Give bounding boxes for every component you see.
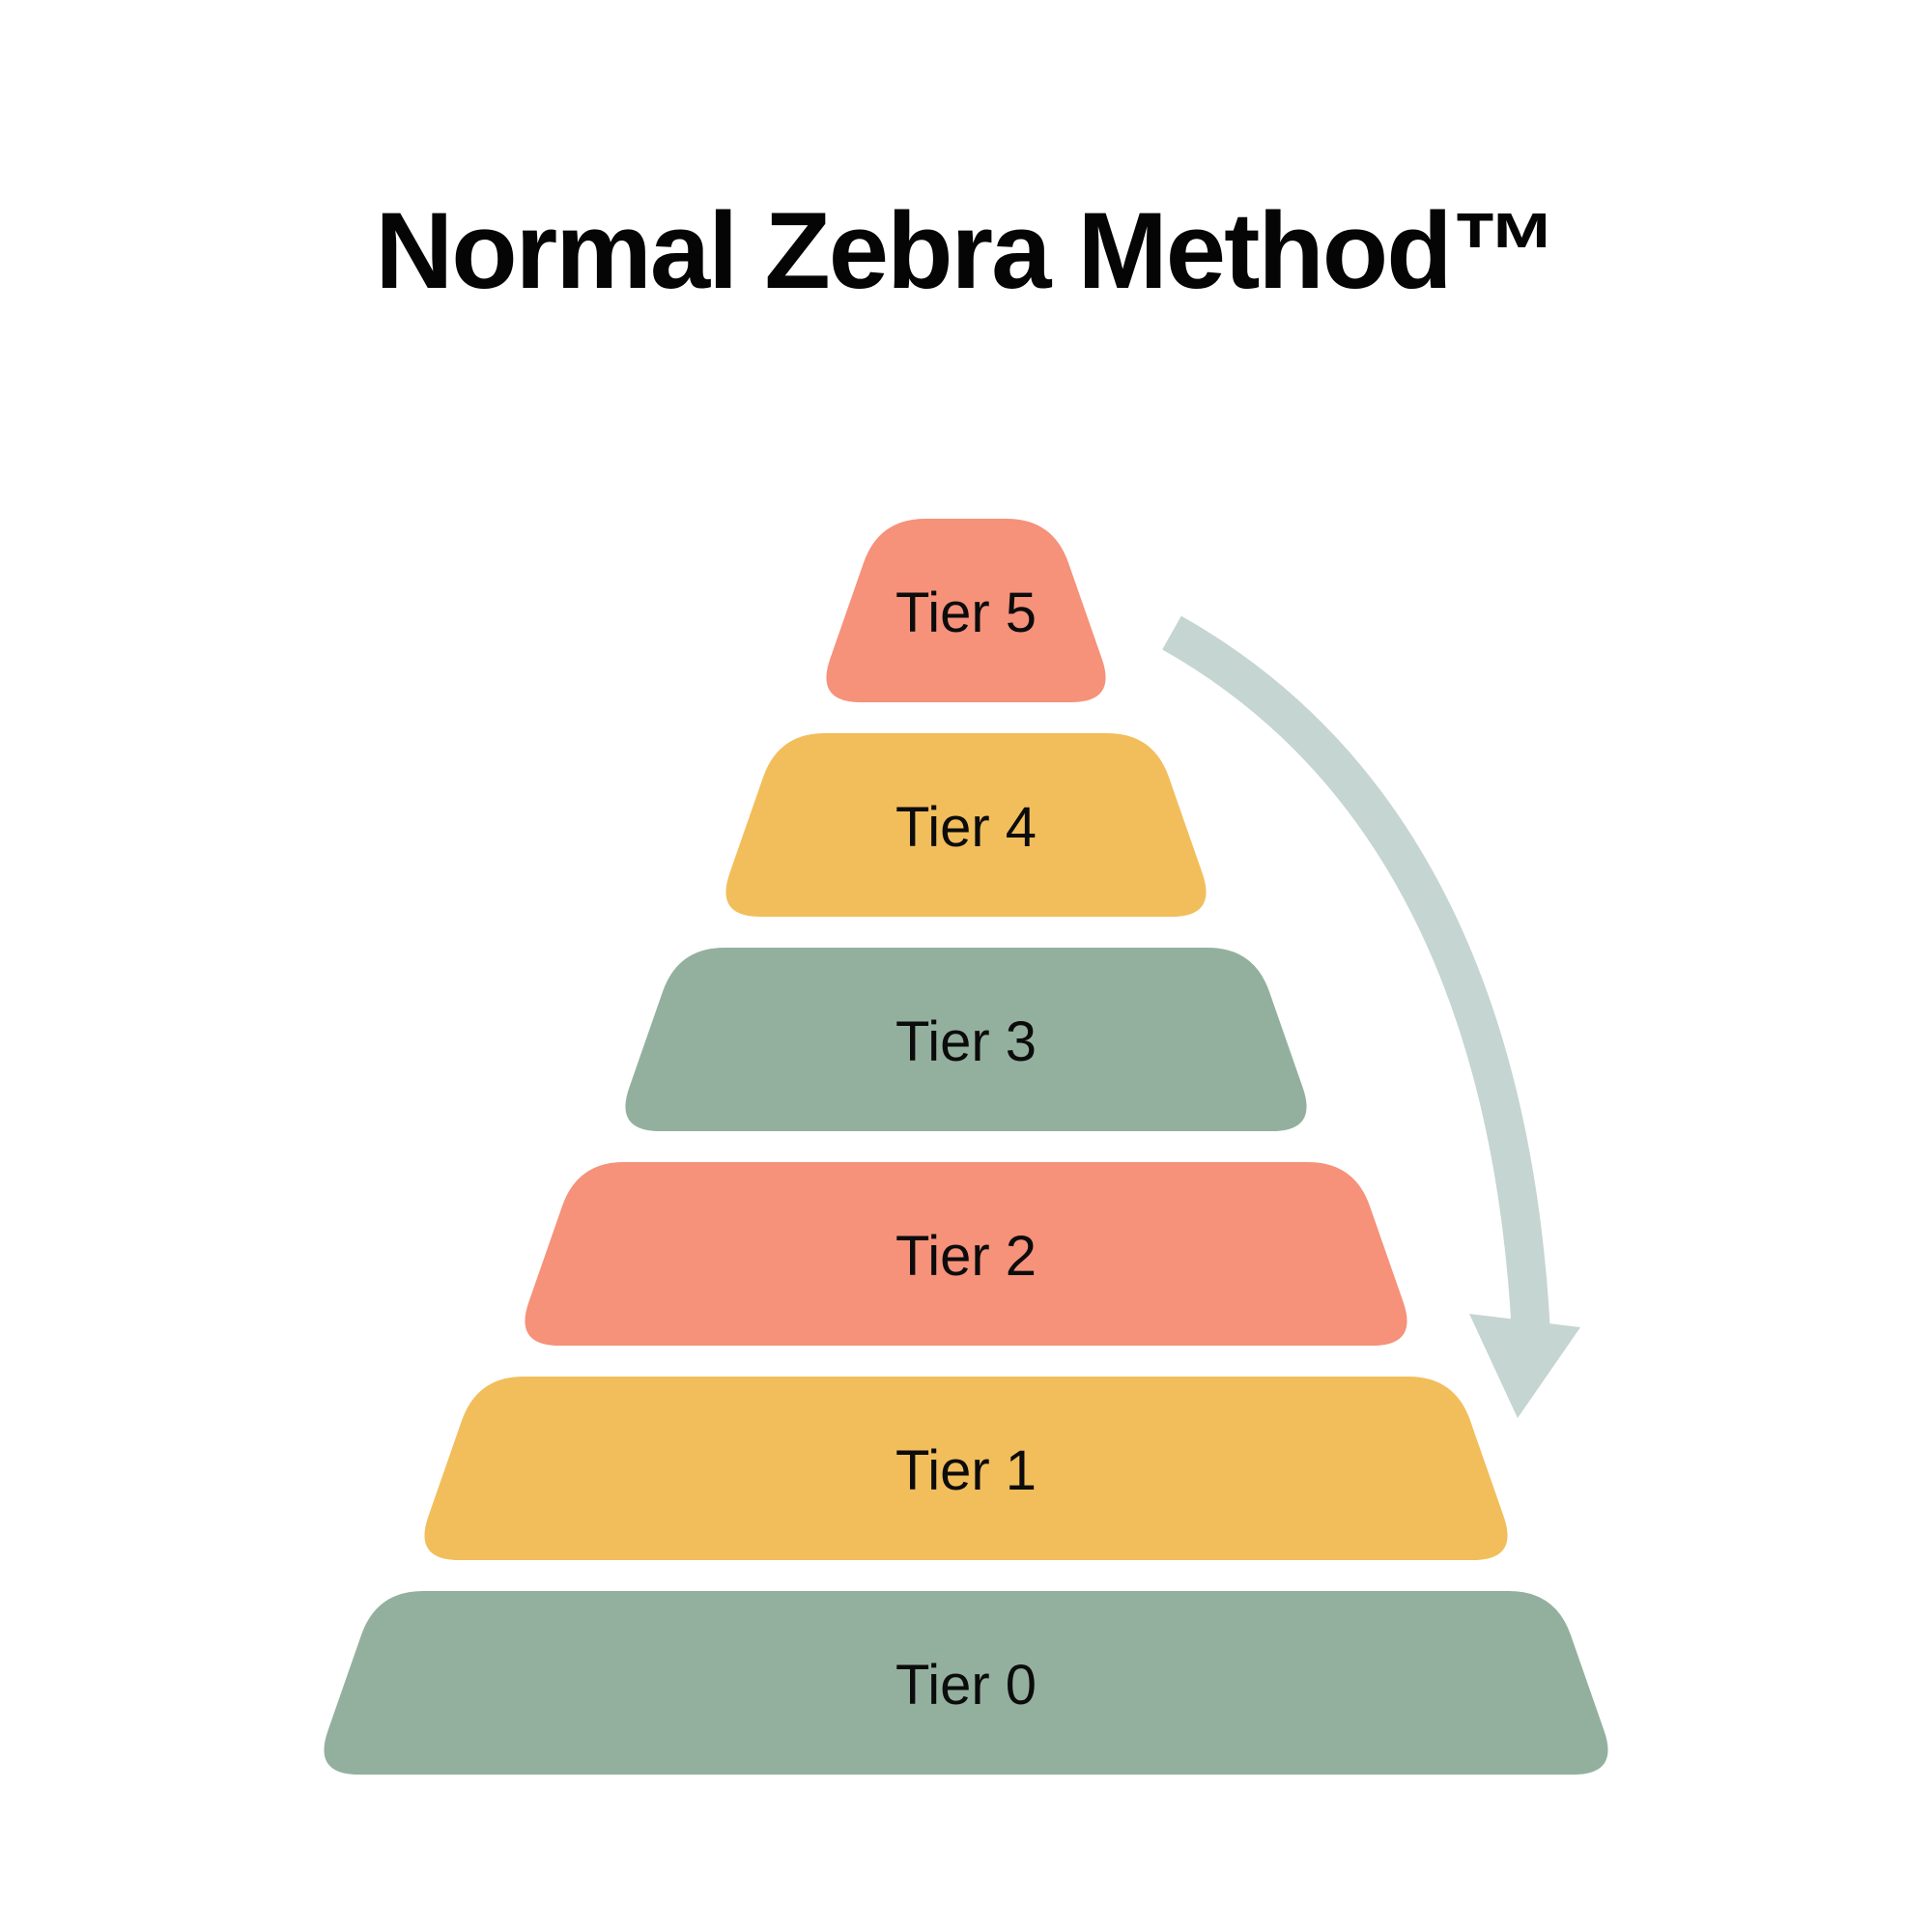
tier-shape-tier-0 bbox=[324, 1591, 1608, 1775]
tier-shape-tier-5 bbox=[826, 519, 1106, 702]
flow-arrow-head-icon bbox=[1469, 1314, 1580, 1418]
flow-arrow bbox=[1162, 615, 1580, 1418]
flow-arrow-shaft bbox=[1162, 615, 1550, 1335]
tier-shape-tier-1 bbox=[424, 1377, 1508, 1560]
tier-shape-tier-3 bbox=[625, 948, 1307, 1131]
tier-label-tier-3: Tier 3 bbox=[895, 1010, 1037, 1073]
tier-label-tier-0: Tier 0 bbox=[895, 1654, 1037, 1717]
tier-label-tier-1: Tier 1 bbox=[895, 1439, 1037, 1502]
pyramid-tiers: Tier 5 Tier 4 Tier 3 Tier 2 Tier 1 Tier 0 bbox=[324, 519, 1608, 1775]
tier-label-tier-5: Tier 5 bbox=[895, 582, 1037, 644]
tier-shape-tier-2 bbox=[525, 1162, 1407, 1346]
tier-label-tier-4: Tier 4 bbox=[895, 796, 1037, 859]
tier-label-tier-2: Tier 2 bbox=[895, 1225, 1037, 1288]
page-title: Normal Zebra Method™ bbox=[375, 190, 1558, 311]
tier-shape-tier-4 bbox=[725, 733, 1207, 917]
